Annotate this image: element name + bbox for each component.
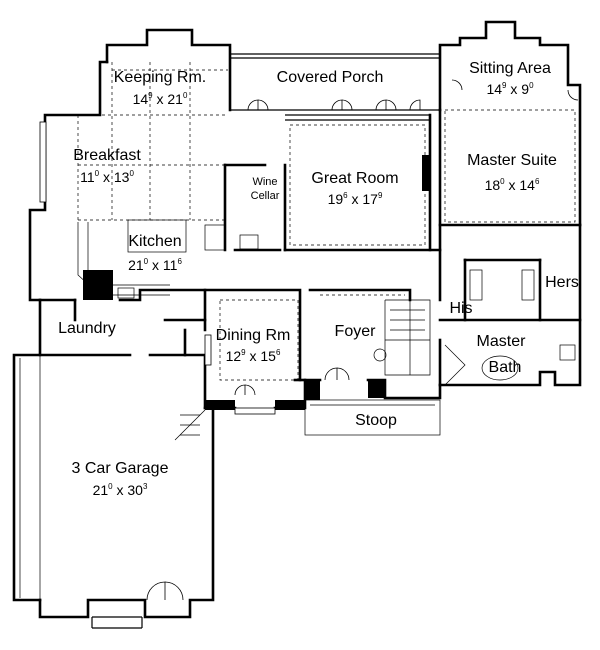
label-garage: 3 Car Garage — [72, 460, 169, 477]
label-sitting-area: Sitting Area — [469, 60, 551, 77]
dim-garage: 210 x 303 — [93, 482, 148, 498]
label-great-room: Great Room — [311, 170, 398, 187]
bath-fixtures — [444, 269, 576, 386]
label-breakfast: Breakfast — [73, 147, 141, 164]
label-hers: Hers — [545, 274, 579, 291]
dim-sitting-area: 149 x 90 — [486, 81, 534, 97]
label-keeping-rm: Keeping Rm. — [114, 69, 207, 86]
label-laundry: Laundry — [58, 320, 116, 337]
dim-keeping-rm: 149 x 210 — [133, 91, 188, 107]
room-labels: Keeping Rm. 149 x 210 Covered Porch Sitt… — [58, 60, 579, 498]
label-foyer: Foyer — [335, 323, 377, 340]
staircase — [174, 299, 431, 441]
kitchen-counters — [77, 219, 259, 299]
label-stoop: Stoop — [355, 412, 397, 429]
dim-kitchen: 210 x 116 — [128, 257, 182, 273]
label-wine-cellar-2: Cellar — [251, 190, 280, 202]
label-master-suite: Master Suite — [467, 152, 557, 169]
label-kitchen: Kitchen — [128, 233, 181, 250]
dim-breakfast: 110 x 130 — [80, 169, 134, 185]
label-master-bath-1: Master — [477, 333, 527, 350]
label-covered-porch: Covered Porch — [277, 69, 384, 86]
dim-dining-rm: 129 x 156 — [226, 348, 281, 364]
label-his: His — [449, 300, 472, 317]
front-doors — [234, 367, 350, 415]
interior-walls — [38, 108, 582, 410]
dim-great-room: 196 x 179 — [328, 191, 383, 207]
porch-doors — [230, 79, 579, 111]
label-dining-rm: Dining Rm — [216, 327, 291, 344]
label-wine-cellar-1: Wine — [252, 176, 277, 188]
dim-master-suite: 180 x 146 — [485, 177, 540, 193]
label-master-bath-2: Bath — [489, 359, 522, 376]
